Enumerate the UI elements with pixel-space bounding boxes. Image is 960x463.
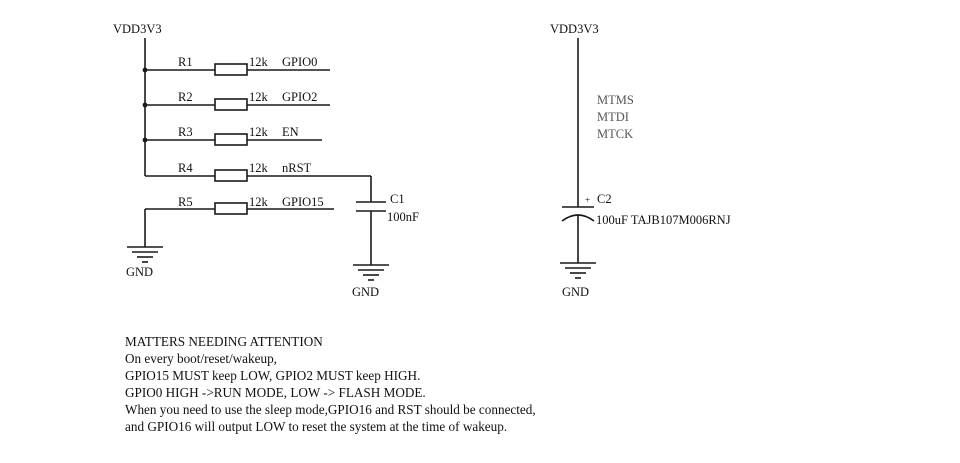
notes-line: GPIO0 HIGH ->RUN MODE, LOW -> FLASH MODE…: [125, 385, 426, 400]
resistor-r1-net: GPIO0: [282, 55, 317, 69]
supply-label-left: VDD3V3: [113, 22, 162, 36]
resistor-r5: R5 12k GPIO15: [145, 195, 334, 215]
capacitor-c2-value: 100uF TAJB107M006RNJ: [596, 213, 731, 227]
capacitor-c1: C1 100nF: [356, 176, 419, 265]
attention-notes: MATTERS NEEDING ATTENTION On every boot/…: [125, 333, 536, 435]
resistor-r1: R1 12k GPIO0: [142, 55, 330, 76]
ground-symbol-right: GND: [560, 262, 596, 299]
resistor-r1-value: 12k: [249, 55, 269, 69]
supply-label-right: VDD3V3: [550, 22, 599, 36]
resistor-r1-ref: R1: [178, 55, 193, 69]
pin-label-mtdi: MTDI: [597, 110, 629, 124]
resistor-r3-ref: R3: [178, 125, 193, 139]
ground-symbol-left-1: GND: [126, 209, 163, 279]
resistor-r3-net: EN: [282, 125, 299, 139]
resistor-r2-net: GPIO2: [282, 90, 317, 104]
pin-label-mtms: MTMS: [597, 93, 634, 107]
resistor-r2-ref: R2: [178, 90, 193, 104]
capacitor-c2: + C2 100uF TAJB107M006RNJ: [561, 192, 731, 263]
capacitor-c2-ref: C2: [597, 192, 612, 206]
resistor-r4-net: nRST: [282, 161, 312, 175]
ground-symbol-left-2: GND: [352, 264, 389, 299]
notes-line: When you need to use the sleep mode,GPIO…: [125, 402, 536, 417]
notes-line: On every boot/reset/wakeup,: [125, 351, 277, 366]
ground-label-right: GND: [562, 285, 589, 299]
resistor-r4-ref: R4: [178, 161, 193, 175]
notes-title: MATTERS NEEDING ATTENTION: [125, 334, 323, 349]
capacitor-c1-ref: C1: [390, 192, 405, 206]
resistor-r4-value: 12k: [249, 161, 269, 175]
capacitor-c1-value: 100nF: [387, 210, 419, 224]
ground-label-left-1: GND: [126, 265, 153, 279]
resistor-r2-value: 12k: [249, 90, 269, 104]
resistor-r2: R2 12k GPIO2: [142, 90, 330, 111]
resistor-r5-ref: R5: [178, 195, 193, 209]
capacitor-c2-polarity: +: [585, 195, 590, 205]
resistor-r4: R4 12k nRST: [145, 161, 371, 182]
resistor-r3: R3 12k EN: [142, 125, 322, 146]
pin-label-mtck: MTCK: [597, 127, 633, 141]
resistor-r5-value: 12k: [249, 195, 269, 209]
notes-line: GPIO15 MUST keep LOW, GPIO2 MUST keep HI…: [125, 368, 421, 383]
resistor-r3-value: 12k: [249, 125, 269, 139]
ground-label-left-2: GND: [352, 285, 379, 299]
resistor-r5-net: GPIO15: [282, 195, 324, 209]
notes-line: and GPIO16 will output LOW to reset the …: [125, 419, 508, 434]
